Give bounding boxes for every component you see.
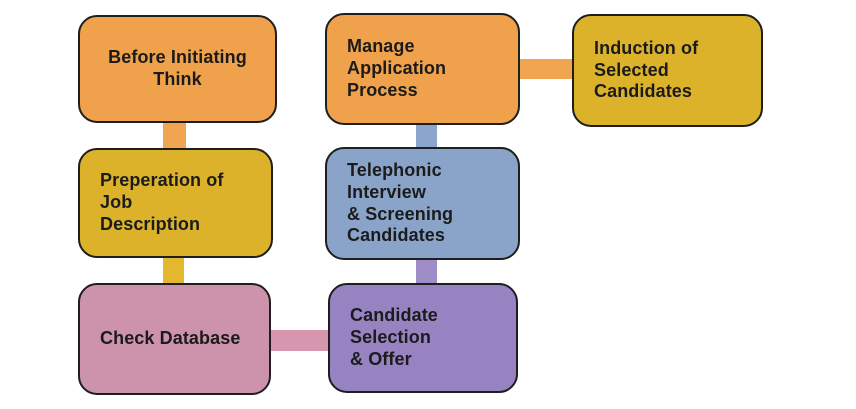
node-induction-of-selected-candidates: Induction of Selected Candidates (572, 14, 763, 127)
node-telephonic-interview-screening: Telephonic Interview & Screening Candida… (325, 147, 520, 260)
node-induction-of-selected-candidates-label: Induction of Selected Candidates (594, 37, 699, 102)
node-telephonic-interview-screening-label: Telephonic Interview & Screening Candida… (347, 159, 454, 246)
node-before-initiating-think: Before Initiating Think (78, 15, 277, 123)
connector-before-to-preperation (163, 116, 186, 154)
node-check-database-label: Check Database (100, 328, 241, 349)
node-preperation-of-job-description: Preperation of Job Description (78, 148, 273, 258)
connector-manage-to-induction (515, 59, 577, 79)
node-check-database: Check Database (78, 283, 271, 395)
node-preperation-of-job-description-label: Preperation of Job Description (100, 170, 224, 234)
node-candidate-selection-offer-label: Candidate Selection & Offer (350, 305, 438, 369)
node-candidate-selection-offer: Candidate Selection & Offer (328, 283, 518, 393)
connector-telephonic-to-candidate (416, 255, 437, 289)
connector-preperation-to-check (163, 253, 184, 289)
connector-manage-to-telephonic (416, 120, 437, 153)
node-manage-application-process: Manage Application Process (325, 13, 520, 125)
node-before-initiating-think-label: Before Initiating Think (108, 47, 247, 89)
connector-check-to-candidate (266, 330, 333, 351)
node-manage-application-process-label: Manage Application Process (347, 36, 447, 100)
